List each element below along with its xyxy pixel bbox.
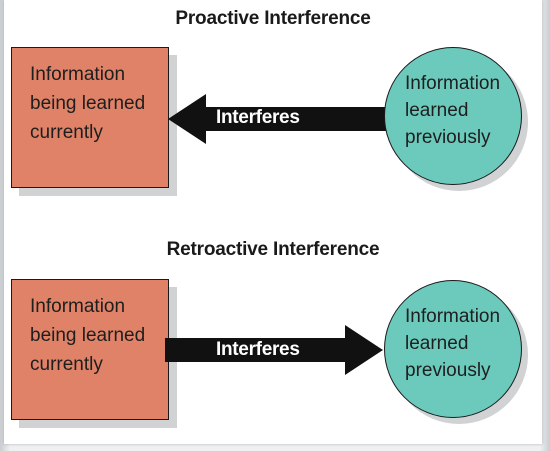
retroactive-current-box: Information being learned currently — [11, 279, 169, 420]
retroactive-circle-line-1: Information — [405, 306, 501, 327]
retroactive-box-line-3: currently — [30, 354, 103, 375]
diagram-panel: Proactive Interference Information being… — [4, 0, 542, 444]
retroactive-box-line-2: being learned — [30, 325, 146, 346]
proactive-box-line-3: currently — [30, 122, 103, 143]
retroactive-arrow-shape — [165, 325, 383, 375]
proactive-box-line-1: Information — [30, 64, 126, 85]
proactive-circle-line-2: learned — [405, 100, 469, 121]
retroactive-circle-line-2: learned — [405, 333, 469, 354]
proactive-arrow-label: Interferes — [216, 107, 300, 128]
proactive-current-box: Information being learned currently — [11, 47, 169, 188]
retroactive-circle-line-3: previously — [405, 360, 491, 381]
proactive-arrow-left — [168, 94, 386, 144]
retroactive-box-line-1: Information — [30, 296, 126, 317]
retroactive-arrow-right — [165, 325, 383, 375]
proactive-title: Proactive Interference — [175, 8, 371, 29]
retroactive-previous-circle: Information learned previously — [384, 280, 522, 418]
retroactive-arrow-label: Interferes — [216, 339, 300, 360]
retroactive-title: Retroactive Interference — [166, 239, 380, 260]
proactive-box-line-2: being learned — [30, 93, 146, 114]
proactive-circle-line-1: Information — [405, 73, 501, 94]
proactive-previous-circle: Information learned previously — [384, 47, 522, 185]
proactive-circle-line-3: previously — [405, 127, 491, 148]
proactive-arrow-shape — [168, 94, 386, 144]
